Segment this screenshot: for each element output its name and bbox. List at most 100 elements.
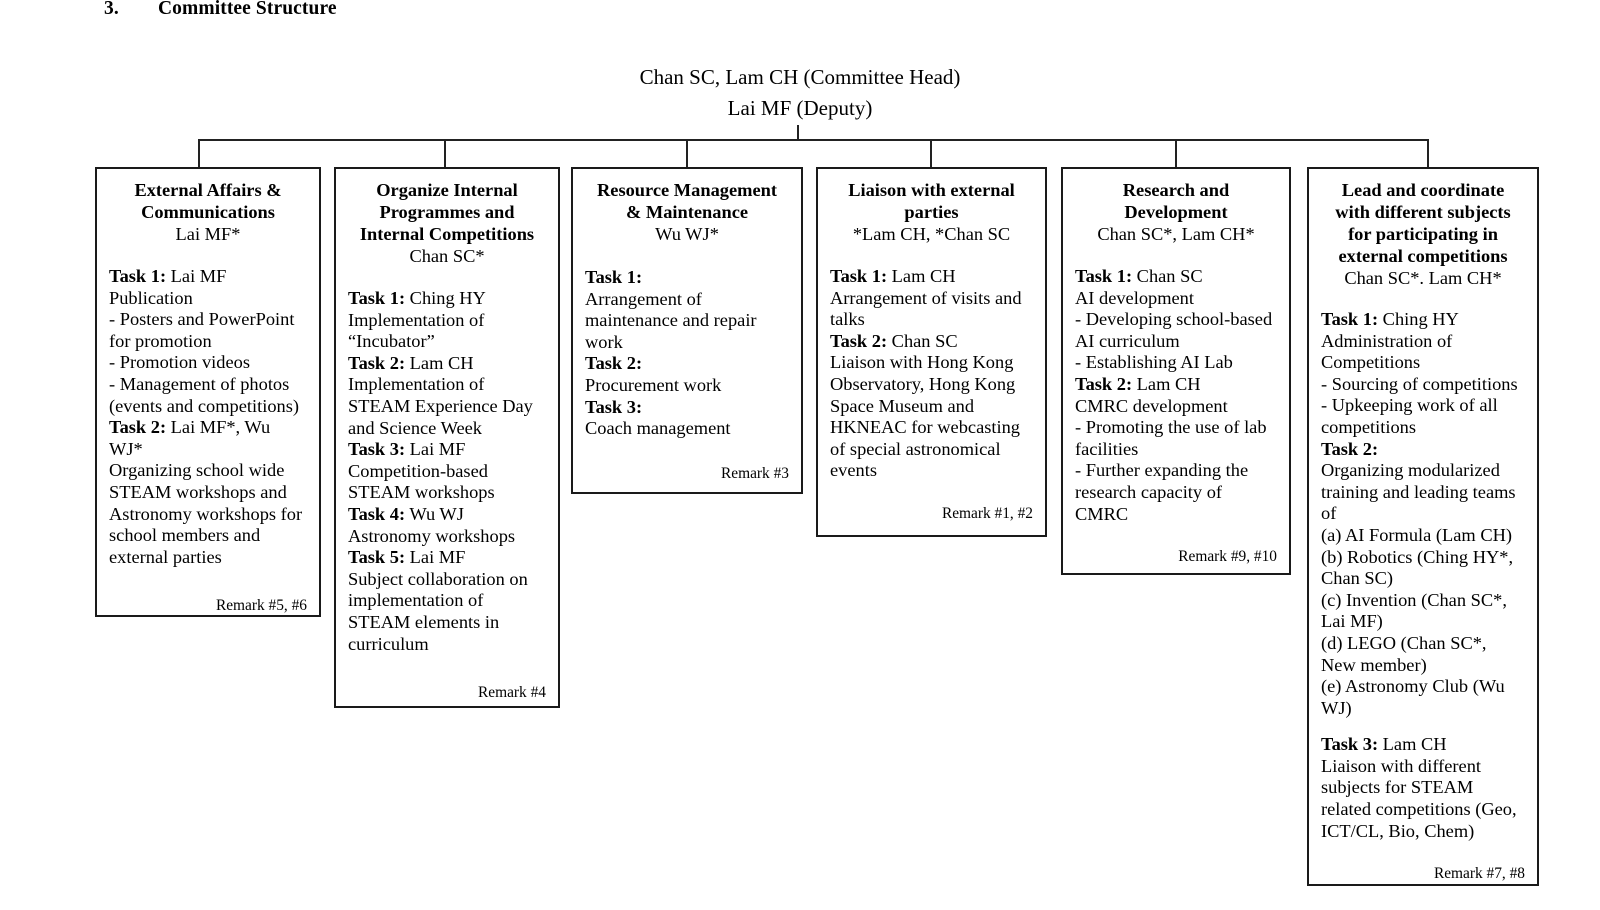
box-body-line: - Promoting the use of lab [1075, 417, 1267, 438]
box-body-line: - Management of photos [109, 373, 290, 394]
box-body-line: talks [830, 309, 865, 330]
box-body-line: Astronomy workshops [348, 525, 516, 546]
box-body-line: Task 3: Lai MF [348, 439, 466, 460]
box-body-line: Task 3: Lam CH [1321, 734, 1447, 755]
task-label: Task 1: [109, 266, 167, 286]
box-title-line: Research and [1122, 180, 1230, 200]
box-title-line: Development [1124, 202, 1228, 222]
box-body-line: Competition-based [348, 460, 488, 481]
box-body-line: events [830, 460, 877, 481]
box-title-line: Communications [141, 202, 275, 222]
box-body-line: Liaison with Hong Kong [830, 352, 1014, 373]
section-title-text: Committee Structure [158, 0, 337, 19]
box-body-line: Task 4: Wu WJ [348, 503, 464, 524]
box-title-line: Programmes and [379, 202, 515, 222]
task-label: Task 2: [1321, 438, 1379, 459]
box-body-line: WJ* [109, 438, 143, 459]
box-body-line: external parties [109, 546, 222, 567]
box-body-line: STEAM workshops and [109, 481, 287, 502]
box-body-line: (events and competitions) [109, 395, 299, 416]
box-owner: Lai MF* [175, 224, 241, 244]
box-body-line: - Posters and PowerPoint [109, 309, 295, 330]
box-title-line: Liaison with external [848, 180, 1015, 200]
task-label: Task 1: [1321, 309, 1379, 329]
box-body-line: and Science Week [348, 417, 483, 438]
body-gap [1321, 719, 1525, 734]
box-body-line: Observatory, Hong Kong [830, 373, 1016, 394]
box-owner: *Lam CH, *Chan SC [852, 224, 1011, 244]
task-label: Task 3: [1321, 734, 1379, 755]
box-remark: Remark #7, #8 [1433, 865, 1525, 883]
box-body-line: related competitions (Geo, [1321, 799, 1517, 820]
box-body-line: AI development [1075, 287, 1194, 308]
box-body-line: (c) Invention (Chan SC*, [1321, 589, 1507, 610]
box-body-line: Astronomy workshops for [109, 503, 303, 524]
box-body-line: subjects for STEAM [1321, 777, 1474, 798]
connector-drop-3 [686, 139, 688, 167]
committee-box-resource-management[interactable]: Resource Management& Maintenance Wu WJ* … [571, 167, 803, 494]
box-body-line: Task 1: Chan SC [1075, 266, 1203, 286]
box-body-line: STEAM elements in [348, 611, 500, 632]
box-body-line: Implementation of [348, 374, 485, 395]
section-number: 3. [104, 0, 119, 19]
box-body-line: Implementation of [348, 309, 485, 330]
connector-drop-1 [198, 139, 200, 167]
box-remark: Remark #3 [721, 464, 789, 482]
committee-box-external-affairs[interactable]: External Affairs &Communications Lai MF*… [95, 167, 321, 617]
connector-drop-2 [444, 139, 446, 167]
box-body-line: (e) Astronomy Club (Wu [1321, 676, 1505, 697]
box-body-line: Task 1: Lam CH [830, 266, 956, 286]
box-body-line: Publication [109, 287, 193, 308]
box-body-line: work [585, 331, 623, 352]
box-body-line: (d) LEGO (Chan SC*, [1321, 632, 1487, 653]
task-label: Task 2: [109, 417, 167, 438]
box-title: External Affairs &Communications [109, 179, 307, 223]
box-owner: Chan SC*. Lam CH* [1344, 268, 1502, 288]
box-body-line: CMRC [1075, 503, 1129, 524]
connector-bus-line [198, 139, 1428, 141]
committee-deputy-line: Lai MF (Deputy) [727, 96, 873, 120]
box-title-line: parties [904, 202, 959, 222]
box-body-line: Task 2: Lam CH [1075, 373, 1201, 394]
task-label: Task 4: [348, 503, 406, 524]
task-label: Task 1: [348, 288, 406, 308]
task-label: Task 1: [585, 267, 643, 287]
box-body-line: - Upkeeping work of all [1321, 395, 1498, 416]
box-remark: Remark #5, #6 [215, 597, 307, 615]
box-body-line: Competitions [1321, 352, 1421, 373]
box-body-line: maintenance and repair [585, 310, 757, 331]
box-title-line: for participating in [1348, 224, 1498, 244]
connector-drop-4 [930, 139, 932, 167]
box-body-line: CMRC development [1075, 395, 1228, 416]
box-body-line: (b) Robotics (Ching HY*, [1321, 546, 1514, 567]
box-title: Resource Management& Maintenance [585, 179, 789, 223]
connector-drop-6 [1427, 139, 1429, 167]
box-body-line: STEAM workshops [348, 482, 495, 503]
box-body-line: HKNEAC for webcasting [830, 417, 1020, 438]
task-label: Task 2: [348, 352, 406, 373]
box-body-line: Arrangement of visits and [830, 287, 1022, 308]
box-body-line: “Incubator” [348, 331, 435, 352]
box-body-line: facilities [1075, 438, 1139, 459]
box-title-line: Resource Management [597, 180, 777, 200]
box-body-line: Chan SC) [1321, 568, 1394, 589]
box-body-line: of special astronomical [830, 438, 1001, 459]
box-body-line: - Sourcing of competitions [1321, 373, 1518, 394]
box-owner: Chan SC*, Lam CH* [1097, 224, 1255, 244]
box-body-line: implementation of [348, 590, 484, 611]
box-body-line: AI curriculum [1075, 330, 1180, 351]
box-body-line: Task 2: Lam CH [348, 352, 474, 373]
committee-head-line: Chan SC, Lam CH (Committee Head) [639, 65, 961, 89]
box-owner: Chan SC* [409, 246, 485, 266]
page-title: 3. Committee Structure [104, 0, 337, 20]
box-body-line: - Establishing AI Lab [1075, 352, 1233, 373]
box-remark: Remark #9, #10 [1178, 548, 1277, 566]
